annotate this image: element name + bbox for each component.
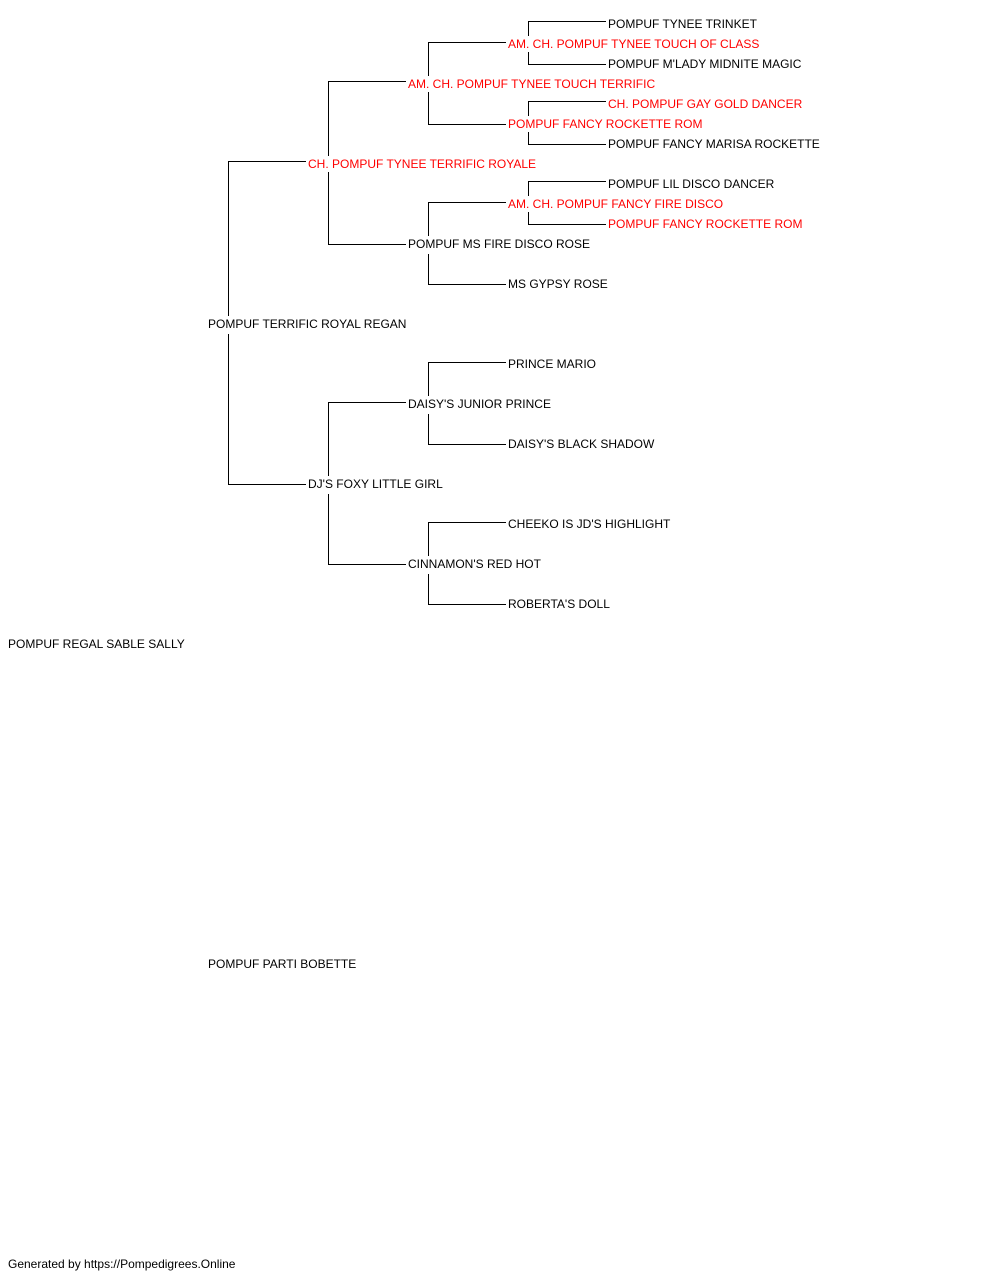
connector-sds-dam bbox=[428, 414, 506, 445]
pedigree-sds-sire: PRINCE MARIO bbox=[508, 357, 599, 371]
connector-sdd-sire bbox=[428, 522, 506, 556]
pedigree-ssd-sire: AM. CH. POMPUF FANCY FIRE DISCO bbox=[508, 197, 726, 211]
pedigree-sire-sire-dam: POMPUF MS FIRE DISCO ROSE bbox=[408, 237, 593, 251]
connector-sss-sire bbox=[428, 42, 506, 76]
connector-sire-dam-dam bbox=[328, 494, 406, 565]
pedigree-ssd-dam: MS GYPSY ROSE bbox=[508, 277, 610, 291]
pedigree-sire: POMPUF TERRIFIC ROYAL REGAN bbox=[208, 317, 409, 331]
connector-sss-dam bbox=[428, 92, 506, 125]
pedigree-sssd-dam: POMPUF FANCY MARISA ROCKETTE bbox=[608, 137, 822, 151]
connector-sire-dam-sire bbox=[328, 402, 406, 476]
connector-sire-sire-sire bbox=[328, 81, 406, 156]
connector-sssd-sire bbox=[528, 101, 606, 116]
pedigree-sss-sire: AM. CH. POMPUF TYNEE TOUCH OF CLASS bbox=[508, 37, 762, 51]
pedigree-sssd-sire: CH. POMPUF GAY GOLD DANCER bbox=[608, 97, 805, 111]
generated-by-footer: Generated by https://Pompedigrees.Online bbox=[8, 1257, 236, 1271]
pedigree-sds-dam: DAISY'S BLACK SHADOW bbox=[508, 437, 657, 451]
pedigree-ssss-dam: POMPUF M'LADY MIDNITE MAGIC bbox=[608, 57, 804, 71]
connector-sire-sire-dam bbox=[328, 172, 406, 245]
pedigree-ssss-sire: POMPUF TYNEE TRINKET bbox=[608, 17, 759, 31]
pedigree-sss-dam: POMPUF FANCY ROCKETTE ROM bbox=[508, 117, 705, 131]
connector-ssds-sire bbox=[528, 181, 606, 196]
connector-sire-dam bbox=[228, 334, 306, 485]
connector-sds-sire bbox=[428, 362, 506, 396]
connector-ssds-dam bbox=[528, 212, 606, 225]
connector-ssd-dam bbox=[428, 254, 506, 285]
connector-ssss-sire bbox=[528, 21, 606, 36]
pedigree-sire-dam-sire: DAISY'S JUNIOR PRINCE bbox=[408, 397, 553, 411]
pedigree-sire-dam-dam: CINNAMON'S RED HOT bbox=[408, 557, 543, 571]
pedigree-sire-sire: CH. POMPUF TYNEE TERRIFIC ROYALE bbox=[308, 157, 539, 171]
connector-sdd-dam bbox=[428, 574, 506, 605]
connector-sire bbox=[228, 161, 306, 316]
pedigree-sdd-sire: CHEEKO IS JD'S HIGHLIGHT bbox=[508, 517, 673, 531]
pedigree-sire-sire-sire: AM. CH. POMPUF TYNEE TOUCH TERRIFIC bbox=[408, 77, 658, 91]
pedigree-ssds-dam: POMPUF FANCY ROCKETTE ROM bbox=[608, 217, 805, 231]
pedigree-sire-dam: DJ'S FOXY LITTLE GIRL bbox=[308, 477, 445, 491]
pedigree-subject: POMPUF REGAL SABLE SALLY bbox=[8, 637, 187, 651]
pedigree-ssds-sire: POMPUF LIL DISCO DANCER bbox=[608, 177, 777, 191]
pedigree-dam: POMPUF PARTI BOBETTE bbox=[208, 957, 359, 971]
connector-ssss-dam bbox=[528, 52, 606, 65]
connector-sssd-dam bbox=[528, 132, 606, 145]
connector-ssd-sire bbox=[428, 202, 506, 236]
pedigree-sdd-dam: ROBERTA'S DOLL bbox=[508, 597, 612, 611]
